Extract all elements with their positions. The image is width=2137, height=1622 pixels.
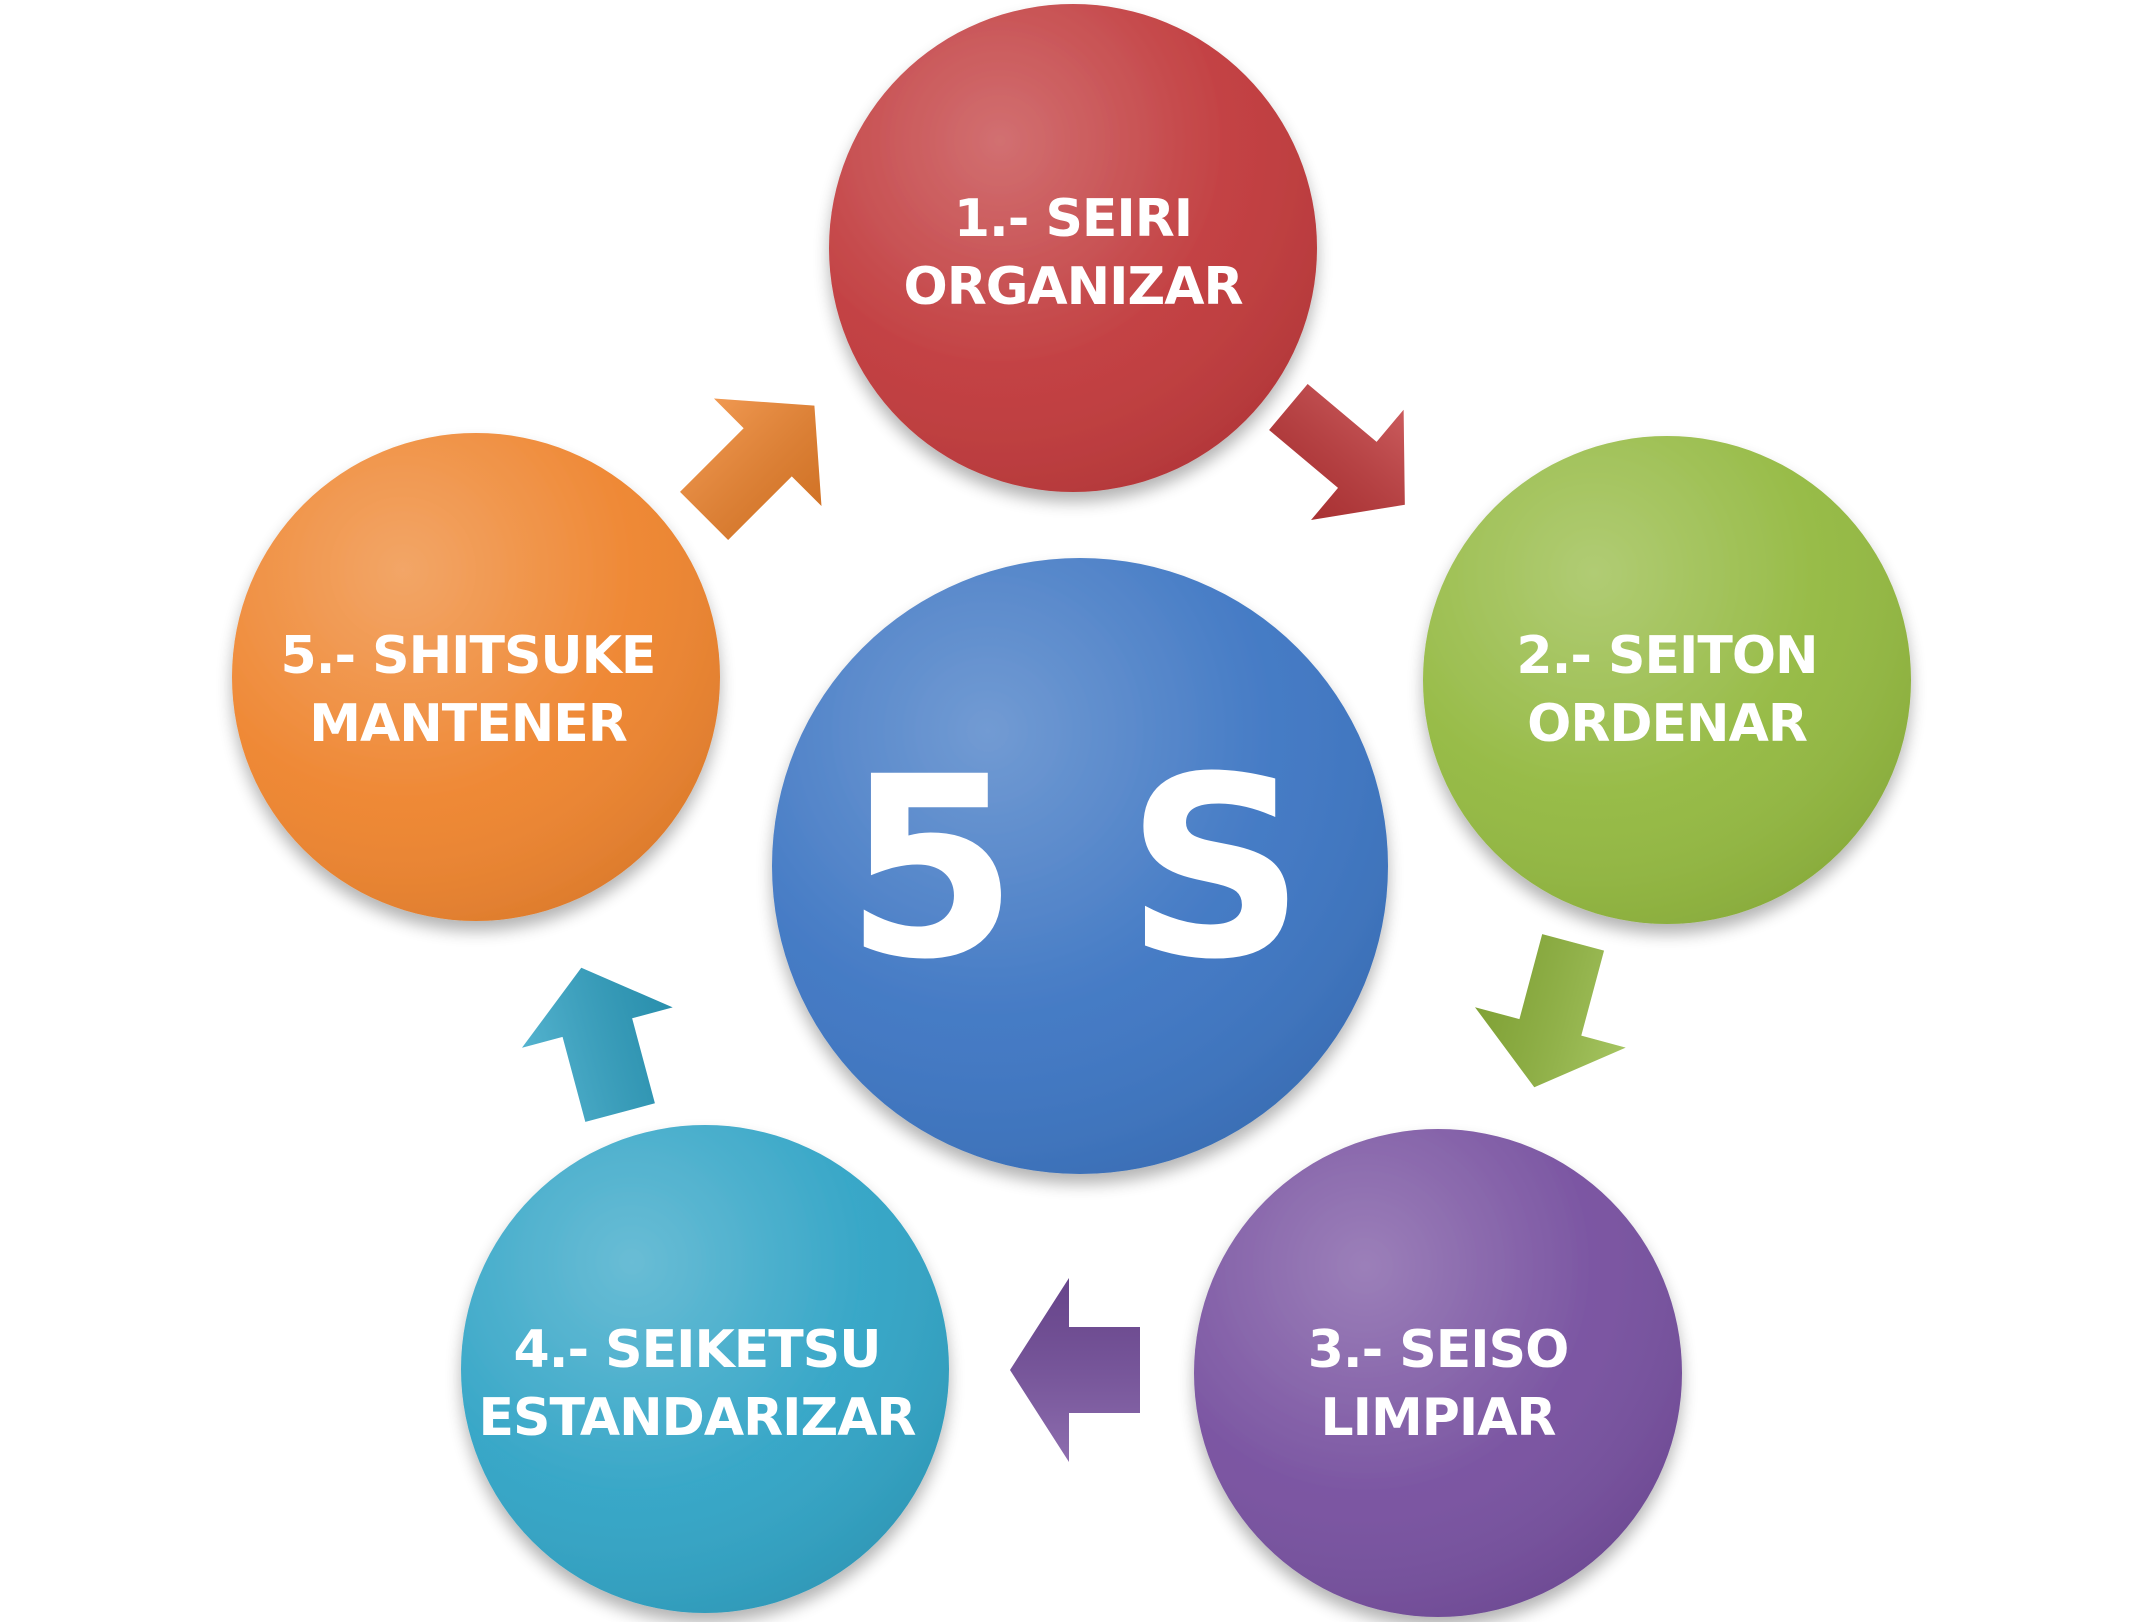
step-5-subtitle: MANTENER: [309, 694, 627, 754]
step-3-circle: [1194, 1129, 1682, 1617]
step-3-subtitle: LIMPIAR: [1321, 1388, 1556, 1448]
step-2-subtitle: ORDENAR: [1527, 694, 1807, 754]
arrow-seiri-to-seiton: [1269, 384, 1405, 521]
step-4-title: 4.- SEIKETSU: [514, 1320, 881, 1380]
step-5-title: 5.- SHITSUKE: [281, 626, 656, 686]
step-4-circle: [461, 1125, 949, 1613]
arrow-seiketsu-to-shitsuke: [521, 967, 673, 1122]
step-2-circle: [1423, 436, 1911, 924]
step-1-subtitle: ORGANIZAR: [903, 257, 1242, 317]
step-5-circle: [232, 433, 720, 921]
step-3-title: 3.- SEISO: [1308, 1320, 1569, 1380]
step-4-subtitle: ESTANDARIZAR: [479, 1388, 916, 1448]
arrow-seiton-to-seiso: [1474, 934, 1626, 1088]
arrow-seiso-to-seiketsu: [1010, 1278, 1140, 1462]
step-1-title: 1.- SEIRI: [954, 189, 1192, 249]
step-2-title: 2.- SEITON: [1516, 626, 1817, 686]
center-label: 5 S: [844, 723, 1315, 1014]
center-circle: [772, 558, 1388, 1174]
arrow-shitsuke-to-seiri: [680, 398, 822, 540]
step-1-circle: [829, 4, 1317, 492]
